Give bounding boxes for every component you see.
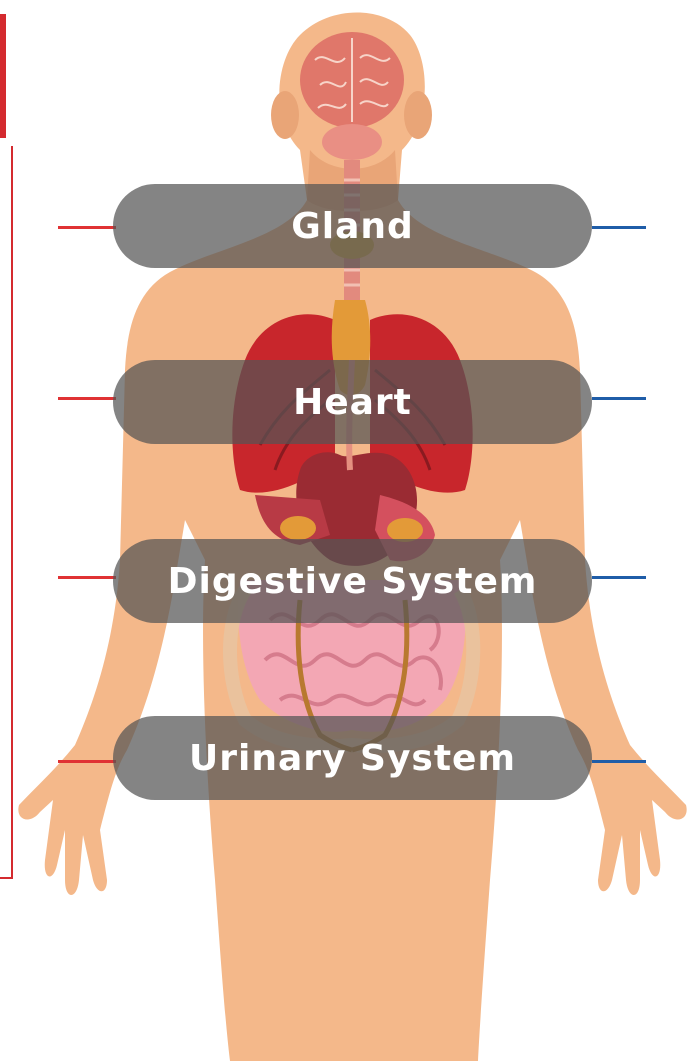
digestive-left-connector <box>58 576 116 579</box>
heart-label: Heart <box>113 360 592 444</box>
urinary-right-connector <box>592 760 646 763</box>
digestive-system-label: Digestive System <box>113 539 592 623</box>
urinary-system-label: Urinary System <box>113 716 592 800</box>
urinary-system-label-text: Urinary System <box>189 738 516 779</box>
gland-label: Gland <box>113 184 592 268</box>
heart-right-connector <box>592 397 646 400</box>
digestive-right-connector <box>592 576 646 579</box>
heart-label-text: Heart <box>293 382 412 423</box>
gland-right-connector <box>592 226 646 229</box>
gland-label-text: Gland <box>291 206 414 247</box>
gland-left-connector <box>58 226 116 229</box>
urinary-left-connector <box>58 760 116 763</box>
digestive-system-label-text: Digestive System <box>168 561 538 602</box>
heart-left-connector <box>58 397 116 400</box>
